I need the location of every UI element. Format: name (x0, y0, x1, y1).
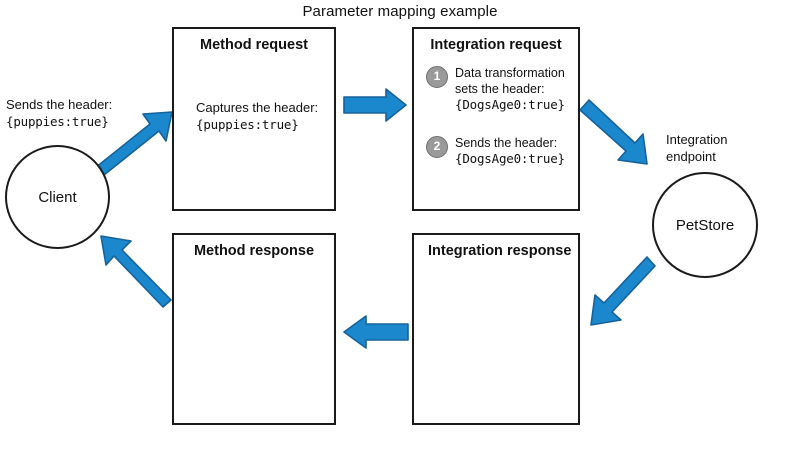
integration-request-step-1: 1 Data transformation sets the header: {… (426, 65, 565, 113)
step-2-badge: 2 (426, 136, 448, 158)
integration-response-title: Integration response (428, 243, 572, 259)
step-1-line-3: {DogsAge0:true} (455, 97, 565, 112)
step-2-text: Sends the header: {DogsAge0:true} (455, 135, 565, 167)
integration-endpoint-caption-line-2: endpoint (666, 149, 716, 164)
client-header-note: Sends the header: {puppies:true} (6, 96, 112, 130)
arrow-integration-request-to-petstore (579, 99, 648, 165)
step-1-line-1: Data transformation (455, 66, 565, 80)
client-note-line-2: {puppies:true} (6, 114, 109, 129)
arrow-method-response-to-client (100, 235, 172, 308)
petstore-label: PetStore (675, 216, 735, 234)
step-1-text: Data transformation sets the header: {Do… (455, 65, 565, 113)
method-request-title: Method request (200, 37, 308, 53)
integration-request-step-2: 2 Sends the header: {DogsAge0:true} (426, 135, 565, 167)
client-label: Client (38, 188, 77, 206)
integration-request-title: Integration request (430, 37, 562, 53)
method-request-body: Captures the header: {puppies:true} (196, 99, 318, 133)
client-note-line-1: Sends the header: (6, 97, 113, 112)
arrow-petstore-to-integration-response (590, 256, 656, 326)
step-1-line-2: sets the header: (455, 82, 545, 96)
method-request-body-line-1: Captures the header: (196, 100, 319, 115)
step-1-badge: 1 (426, 66, 448, 88)
petstore-node[interactable]: PetStore (652, 172, 758, 278)
integration-endpoint-caption: Integration endpoint (666, 131, 727, 165)
integration-request-box[interactable]: Integration request 1 Data transformatio… (412, 27, 580, 211)
integration-response-box[interactable]: Integration response (412, 233, 580, 425)
arrow-method-request-to-integration-request (343, 88, 407, 122)
method-response-box[interactable]: Method response (172, 233, 336, 425)
method-request-box[interactable]: Method request Captures the header: {pup… (172, 27, 336, 211)
client-node[interactable]: Client (5, 145, 110, 249)
step-2-line-1: Sends the header: (455, 136, 558, 150)
page-title: Parameter mapping example (302, 3, 498, 20)
method-response-title: Method response (193, 243, 315, 259)
method-request-body-line-2: {puppies:true} (196, 117, 299, 132)
arrow-integration-response-to-method-response (343, 315, 409, 349)
integration-endpoint-caption-line-1: Integration (666, 132, 728, 147)
step-2-line-2: {DogsAge0:true} (455, 151, 565, 166)
